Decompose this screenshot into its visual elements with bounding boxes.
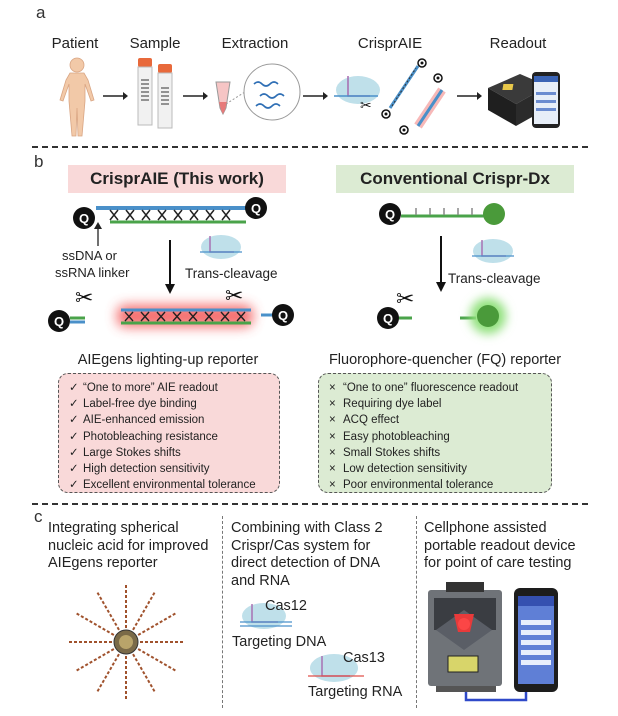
cas-complex-left-icon — [200, 235, 242, 259]
arrow-4-icon — [457, 92, 482, 100]
fq-reporter-top: Q — [379, 203, 505, 225]
linker-label-2: ssRNA linker — [55, 265, 130, 280]
patient-figure-icon — [59, 57, 95, 137]
left-feature-item: ✓Label-free dye binding — [69, 398, 197, 411]
left-reporter-caption: AIEgens lighting-up reporter — [77, 352, 259, 368]
spherical-nucleic-acid-icon — [58, 584, 194, 704]
targeting-dna-label: Targeting DNA — [232, 634, 327, 650]
cas13-complex-icon — [308, 654, 364, 682]
right-feature-item: ×Poor environmental tolerance — [329, 479, 494, 492]
right-features-box: ×“One to one” fluorescence readout ×Requ… — [318, 373, 552, 493]
left-feature-item: ✓Large Stokes shifts — [69, 446, 181, 459]
arrow-2-icon — [183, 92, 208, 100]
left-feature-item: ✓High detection sensitivity — [69, 463, 210, 476]
separator-ab — [32, 146, 588, 148]
left-feature-item: ✓AIE-enhanced emission — [69, 414, 205, 427]
right-feature-item: ×ACQ effect — [329, 414, 400, 427]
svg-text:Q: Q — [251, 201, 261, 216]
cas12-label: Cas12 — [265, 598, 307, 614]
separator-bc — [32, 503, 588, 505]
left-feature-item: ✓Excellent environmental tolerance — [69, 479, 256, 492]
trans-cleavage-left: Trans-cleavage — [185, 266, 278, 281]
panel-a-letter: a — [36, 3, 46, 22]
crispraie-title: CrisprAIE (This work) — [68, 165, 286, 193]
step-crispraie-label: CrisprAIE — [357, 35, 423, 52]
arrow-1-icon — [103, 92, 128, 100]
step-readout-label: Readout — [489, 35, 547, 52]
down-arrow-right-icon — [436, 236, 446, 292]
svg-text:✂: ✂ — [225, 284, 243, 309]
linker-arrow-icon — [94, 222, 102, 246]
step-sample-label: Sample — [129, 35, 181, 52]
readout-device-icon — [488, 72, 560, 128]
right-feature-item: ×Requiring dye label — [329, 398, 442, 411]
step-extraction-label: Extraction — [221, 35, 289, 52]
left-feature-item: ✓Photobleaching resistance — [69, 430, 218, 443]
svg-text:Q: Q — [54, 314, 64, 329]
right-reporter-caption: Fluorophore-quencher (FQ) reporter — [328, 352, 562, 368]
svg-text:✂: ✂ — [360, 98, 372, 114]
fq-reporter-cleaved: Q ✂ — [377, 287, 506, 334]
sample-tubes-icon — [137, 58, 173, 129]
arrow-3-icon — [303, 92, 328, 100]
portable-readout-device-icon — [428, 582, 558, 702]
svg-text:Q: Q — [278, 308, 288, 323]
svg-text:Q: Q — [383, 311, 393, 326]
panel-c-letter: c — [34, 507, 43, 526]
crispraie-complex-icon: ✂ — [334, 58, 446, 135]
conventional-title: Conventional Crispr-Dx — [336, 165, 574, 193]
svg-text:✂: ✂ — [75, 286, 93, 311]
separator-c2 — [416, 516, 417, 708]
right-feature-item: ×“One to one” fluorescence readout — [329, 382, 519, 394]
cas12-complex-icon — [240, 603, 292, 629]
separator-c1 — [222, 516, 223, 708]
aie-reporter-top: Q Q — [73, 197, 267, 229]
right-feature-item: ×Easy photobleaching — [329, 430, 450, 443]
step-patient-label: Patient — [51, 35, 99, 52]
trans-cleavage-right: Trans-cleavage — [448, 271, 541, 286]
svg-text:Q: Q — [385, 207, 395, 222]
left-feature-item: ✓“One to more” AIE readout — [69, 382, 218, 394]
svg-text:Q: Q — [79, 211, 89, 226]
right-feature-item: ×Small Stokes shifts — [329, 446, 441, 459]
svg-text:✂: ✂ — [396, 287, 414, 312]
aie-reporter-cleaved: Q ✂ ✂ Q — [48, 284, 294, 332]
cas13-label: Cas13 — [343, 650, 385, 666]
left-features-box: ✓“One to more” AIE readout ✓Label-free d… — [58, 373, 280, 493]
panel-b-letter: b — [34, 152, 44, 171]
down-arrow-left-icon — [165, 240, 175, 294]
targeting-rna-label: Targeting RNA — [308, 684, 403, 700]
right-feature-item: ×Low detection sensitivity — [329, 463, 468, 476]
linker-label-1: ssDNA or — [62, 248, 117, 263]
cas-complex-right-icon — [472, 239, 514, 263]
extraction-tube-icon — [215, 63, 301, 121]
